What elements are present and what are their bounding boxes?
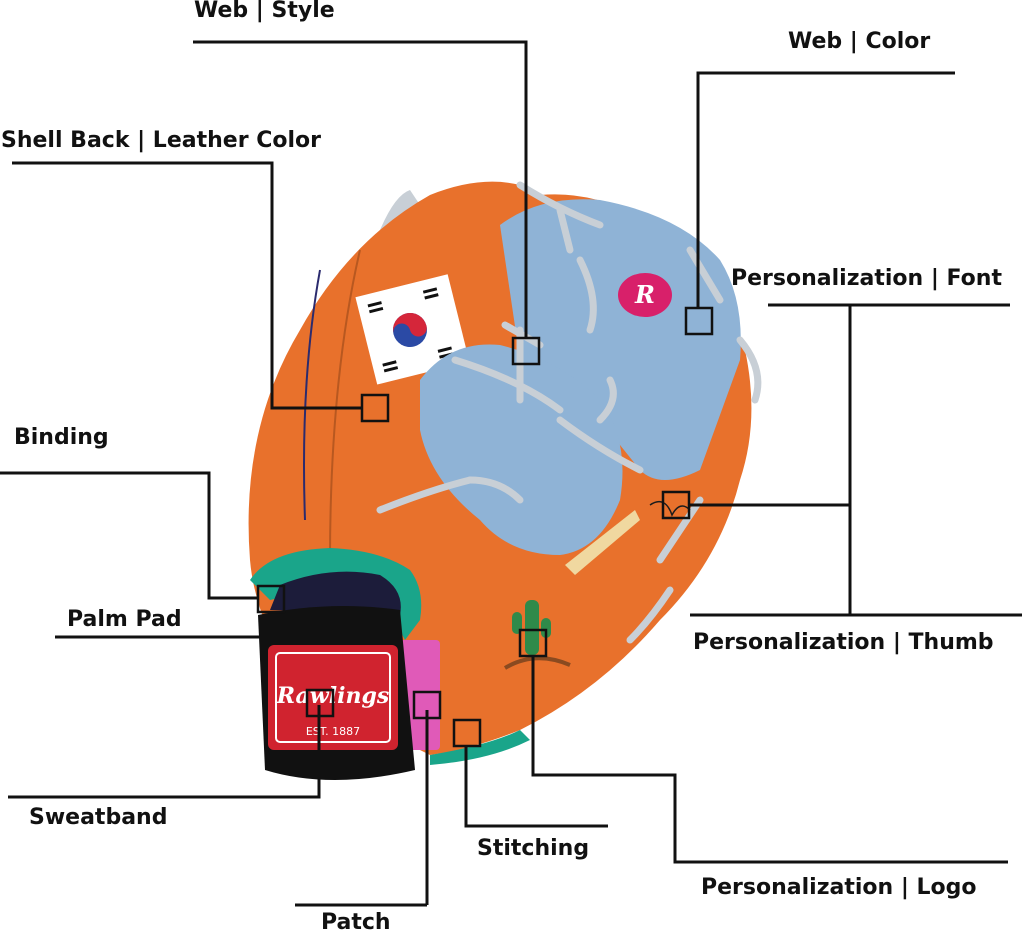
thumb-inner-strip — [565, 510, 640, 575]
marker-web-style — [511, 336, 541, 366]
palm-pad — [270, 571, 401, 615]
marker-binding — [256, 584, 286, 614]
label-stitching: Stitching — [477, 836, 590, 861]
label-personalization-logo: Personalization | Logo — [701, 875, 977, 900]
label-web-style: Web | Style — [194, 0, 335, 23]
glove: R — [248, 181, 762, 780]
label-personalization-font: Personalization | Font — [731, 266, 1002, 291]
web-logo-text: R — [634, 280, 655, 309]
marker-stitching — [452, 718, 482, 748]
label-binding: Binding — [14, 425, 109, 450]
web-pocket — [420, 344, 623, 555]
binding-bottom — [430, 730, 530, 765]
label-palm-pad: Palm Pad — [67, 607, 182, 632]
marker-web-color — [684, 306, 714, 336]
marker-squares — [256, 306, 714, 748]
label-sweatband: Sweatband — [29, 805, 168, 830]
cactus-logo — [503, 600, 571, 670]
marker-personalization-logo — [518, 628, 548, 658]
label-web-color: Web | Color — [788, 29, 931, 54]
marker-shell-back — [360, 393, 390, 423]
shell-seam — [303, 269, 321, 521]
marker-sweatband — [305, 688, 335, 718]
label-personalization-thumb: Personalization | Thumb — [693, 630, 994, 655]
web-logo-patch — [618, 273, 672, 317]
web — [500, 199, 741, 480]
thumb-script — [649, 500, 691, 517]
est-text: EST. 1887 — [306, 725, 360, 738]
marker-patch — [412, 690, 442, 720]
laces — [376, 181, 762, 644]
marker-personalization-thumb — [661, 490, 691, 520]
korean-flag — [355, 274, 470, 385]
shell-seam-2 — [329, 249, 361, 561]
label-shell-back: Shell Back | Leather Color — [1, 128, 321, 153]
leader-lines — [0, 40, 1022, 907]
label-patch: Patch — [321, 910, 391, 935]
